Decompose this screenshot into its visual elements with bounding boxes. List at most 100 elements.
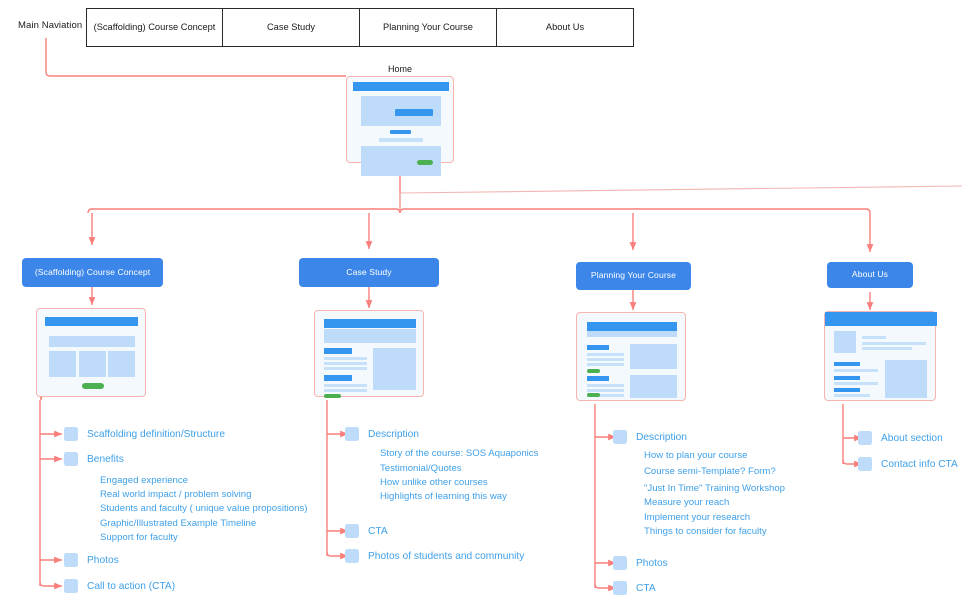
leaf-photos-of-students[interactable]: Photos of students and community bbox=[345, 549, 524, 563]
leaf-benefits[interactable]: Benefits bbox=[64, 452, 124, 466]
leaf-label: Benefits bbox=[87, 453, 124, 465]
subitem-support-for-faculty: Support for faculty bbox=[100, 532, 178, 543]
wireframe-subhead-1 bbox=[587, 345, 609, 350]
leaf-label: Scaffolding definition/Structure bbox=[87, 428, 225, 440]
wireframe-subhead-2 bbox=[587, 376, 609, 381]
wireframe-text-line bbox=[834, 394, 870, 397]
leaf-label: Photos bbox=[87, 554, 119, 566]
leaf-label: Contact info CTA bbox=[881, 458, 958, 470]
node-chip-icon bbox=[345, 427, 359, 441]
wireframe-image-block-2 bbox=[630, 375, 677, 398]
leaf-photos[interactable]: Photos bbox=[613, 556, 668, 570]
wireframe-text-line bbox=[587, 394, 624, 397]
wireframe-text-line bbox=[587, 384, 624, 387]
wireframe-subhead-block bbox=[49, 336, 135, 347]
wireframe-text-line bbox=[587, 358, 624, 361]
leaf-photos[interactable]: Photos bbox=[64, 553, 119, 567]
subitem-testimonial-quotes: Testimonial/Quotes bbox=[380, 463, 462, 474]
wireframe-green-tag bbox=[587, 393, 600, 397]
nav-item-course-concept[interactable]: (Scaffolding) Course Concept bbox=[86, 8, 223, 47]
subitem-students-and-faculty: Students and faculty ( unique value prop… bbox=[100, 503, 308, 514]
wireframe-subhead-2 bbox=[834, 376, 860, 380]
wireframe-header-bar bbox=[324, 319, 416, 328]
wireframe-text-line bbox=[862, 347, 912, 350]
leaf-scaffolding-definition[interactable]: Scaffolding definition/Structure bbox=[64, 427, 225, 441]
wireframe-text-line bbox=[587, 353, 624, 356]
node-chip-icon bbox=[858, 431, 872, 445]
leaf-cta[interactable]: CTA bbox=[345, 524, 388, 538]
pill-planning-your-course[interactable]: Planning Your Course bbox=[576, 262, 691, 290]
pill-about-us[interactable]: About Us bbox=[827, 262, 913, 288]
subitem-highlights-of-learning: Highlights of learning this way bbox=[380, 491, 507, 502]
wireframe-text-line bbox=[587, 363, 624, 366]
wireframe-planning-your-course[interactable] bbox=[576, 312, 686, 401]
subitem-engaged-experience: Engaged experience bbox=[100, 475, 189, 486]
wireframe-text-line bbox=[834, 369, 878, 372]
leaf-contact-info-cta[interactable]: Contact info CTA bbox=[858, 457, 958, 471]
wireframe-column-3 bbox=[108, 351, 135, 377]
node-chip-icon bbox=[64, 427, 78, 441]
wireframe-green-tag bbox=[324, 394, 341, 398]
leaf-label: About section bbox=[881, 432, 943, 444]
wireframe-avatar-block bbox=[834, 331, 856, 353]
pill-course-concept[interactable]: (Scaffolding) Course Concept bbox=[22, 258, 163, 287]
nav-item-case-study[interactable]: Case Study bbox=[223, 8, 360, 47]
wireframe-subhead-3 bbox=[834, 388, 860, 392]
subitem-how-unlike-other-courses: How unlike other courses bbox=[380, 477, 488, 488]
wireframe-hero-block bbox=[587, 331, 677, 337]
wireframe-about-us[interactable] bbox=[824, 311, 937, 401]
wireframe-green-tag bbox=[82, 383, 104, 389]
wireframe-text-line bbox=[324, 367, 367, 370]
leaf-label: CTA bbox=[368, 525, 388, 537]
nav-item-about-us[interactable]: About Us bbox=[497, 8, 634, 47]
wireframe-image-block-1 bbox=[630, 344, 677, 369]
leaf-cta[interactable]: CTA bbox=[613, 581, 656, 595]
subitem-graphic-timeline: Graphic/Illustrated Example Timeline bbox=[100, 518, 257, 529]
wireframe-hero-button bbox=[395, 109, 433, 116]
wireframe-subhead-1 bbox=[324, 348, 352, 354]
leaf-call-to-action[interactable]: Call to action (CTA) bbox=[64, 579, 175, 593]
subitem-real-world-impact: Real world impact / problem solving bbox=[100, 489, 252, 500]
leaf-description[interactable]: Description bbox=[613, 430, 687, 444]
subitem-measure-your-reach: Measure your reach bbox=[644, 497, 730, 508]
node-chip-icon bbox=[858, 457, 872, 471]
wireframe-column-1 bbox=[49, 351, 76, 377]
nav-item-planning-your-course[interactable]: Planning Your Course bbox=[360, 8, 497, 47]
home-wireframe[interactable] bbox=[346, 76, 454, 176]
node-chip-icon bbox=[613, 581, 627, 595]
wireframe-course-concept[interactable] bbox=[36, 308, 146, 397]
node-chip-icon bbox=[345, 524, 359, 538]
subitem-implement-your-research: Implement your research bbox=[644, 512, 751, 523]
subitem-things-to-consider: Things to consider for faculty bbox=[644, 526, 767, 537]
node-chip-icon bbox=[64, 579, 78, 593]
node-chip-icon bbox=[64, 452, 78, 466]
wireframe-text-line bbox=[862, 342, 926, 345]
leaf-label: CTA bbox=[636, 582, 656, 594]
subitem-just-in-time-training: "Just In Time" Training Workshop bbox=[644, 483, 786, 494]
subitem-how-to-plan-your-course: How to plan your course bbox=[644, 450, 748, 461]
wireframe-case-study[interactable] bbox=[314, 310, 424, 398]
node-chip-icon bbox=[345, 549, 359, 563]
wireframe-green-tag bbox=[587, 369, 600, 373]
leaf-label: Photos of students and community bbox=[368, 550, 525, 562]
wireframe-hero-block bbox=[324, 329, 416, 343]
wireframe-header-bar bbox=[825, 312, 937, 326]
wireframe-subhead-2 bbox=[324, 375, 352, 381]
leaf-about-section[interactable]: About section bbox=[858, 431, 943, 445]
leaf-label: Description bbox=[368, 428, 419, 440]
wireframe-text-line bbox=[324, 362, 367, 365]
wireframe-text-line bbox=[324, 384, 367, 387]
wireframe-header-bar bbox=[587, 322, 677, 331]
wireframe-text-line bbox=[862, 336, 886, 339]
wireframe-subhead-1 bbox=[834, 362, 860, 366]
wireframe-green-tag bbox=[417, 160, 433, 165]
leaf-label: Call to action (CTA) bbox=[87, 580, 176, 592]
wireframe-image-block bbox=[373, 348, 416, 390]
pill-case-study[interactable]: Case Study bbox=[299, 258, 439, 287]
leaf-label: Description bbox=[636, 431, 687, 443]
main-navigation-label: Main Naviation bbox=[18, 20, 83, 31]
node-chip-icon bbox=[613, 556, 627, 570]
home-title: Home bbox=[387, 64, 412, 74]
leaf-description[interactable]: Description bbox=[345, 427, 419, 441]
